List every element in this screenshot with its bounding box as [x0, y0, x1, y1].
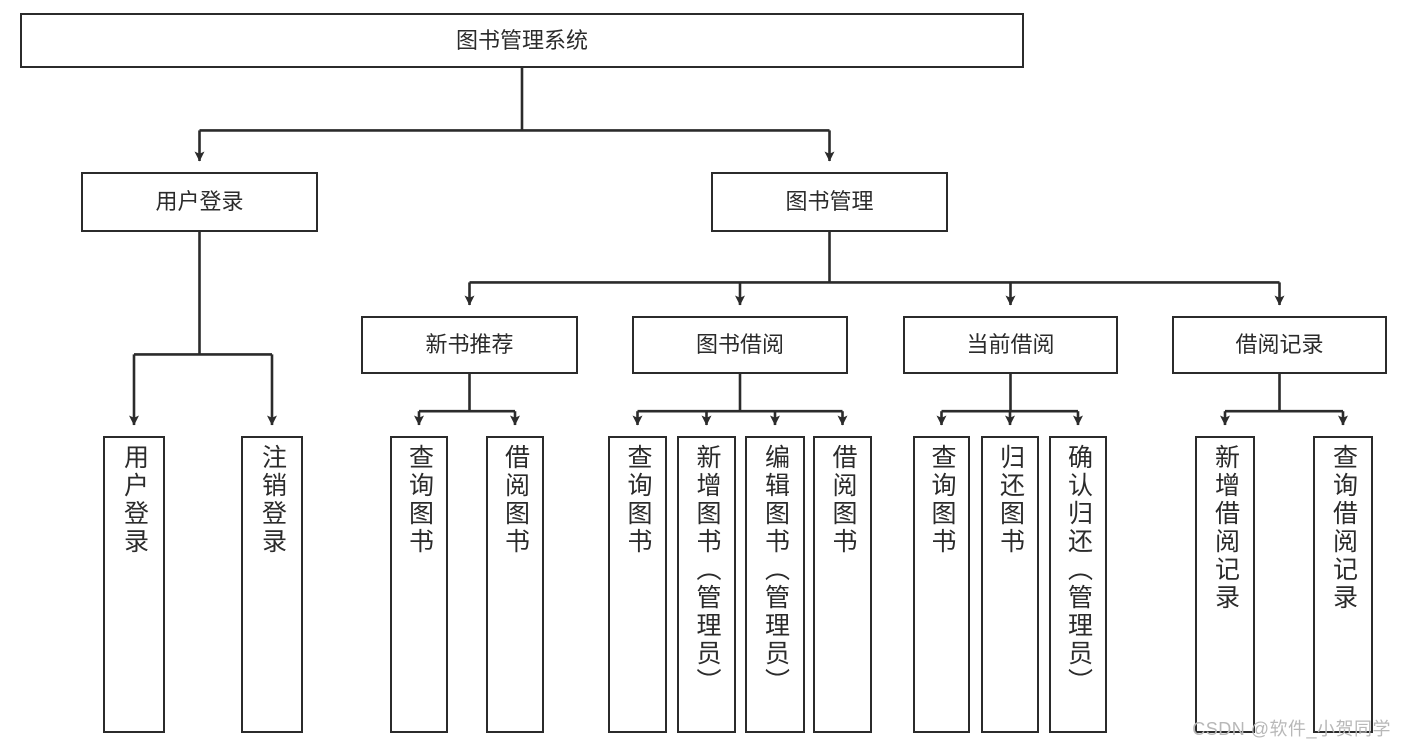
diagram-node-l3-8: 借阅图书 [813, 436, 872, 733]
node-label: 新增图书（管理员） [693, 444, 721, 696]
node-label: 借阅图书 [501, 444, 530, 556]
diagram-node-l3-7: 编辑图书（管理员） [745, 436, 805, 733]
diagram-node-root: 图书管理系统 [20, 13, 1024, 68]
node-label: 查询借阅记录 [1329, 444, 1358, 612]
diagram-node-l3-12: 新增借阅记录 [1195, 436, 1255, 733]
node-label: 注销登录 [258, 444, 287, 556]
diagram-node-l3-6: 新增图书（管理员） [677, 436, 736, 733]
node-label: 借阅图书 [829, 444, 857, 556]
diagram-node-l3-1: 用户登录 [103, 436, 165, 733]
diagram-node-l1-a: 用户登录 [81, 172, 318, 232]
node-label: 新书推荐 [425, 332, 514, 358]
diagram-node-l3-5: 查询图书 [608, 436, 667, 733]
node-label: 归还图书 [996, 444, 1025, 556]
node-label: 编辑图书（管理员） [761, 444, 790, 696]
diagram-node-l1-b: 图书管理 [711, 172, 948, 232]
diagram-node-l3-13: 查询借阅记录 [1313, 436, 1373, 733]
node-label: 借阅记录 [1235, 332, 1324, 358]
node-label: 用户登录 [155, 189, 244, 215]
diagram-node-l3-10: 归还图书 [981, 436, 1039, 733]
node-label: 当前借阅 [966, 332, 1055, 358]
node-label: 新增借阅记录 [1211, 444, 1240, 612]
node-label: 查询图书 [928, 444, 956, 556]
node-label: 用户登录 [120, 444, 149, 556]
diagram-node-l3-4: 借阅图书 [486, 436, 544, 733]
diagram-node-l2-a: 新书推荐 [361, 316, 578, 374]
node-label: 图书管理 [785, 189, 874, 215]
diagram-node-l3-2: 注销登录 [241, 436, 303, 733]
node-label: 确认归还（管理员） [1064, 444, 1093, 696]
diagram-node-l2-b: 图书借阅 [632, 316, 848, 374]
diagram-node-l2-d: 借阅记录 [1172, 316, 1387, 374]
node-label: 图书管理系统 [455, 27, 588, 53]
node-label: 查询图书 [624, 444, 652, 556]
node-label: 查询图书 [405, 444, 434, 556]
diagram-node-l3-11: 确认归还（管理员） [1049, 436, 1107, 733]
node-label: 图书借阅 [695, 332, 784, 358]
diagram-node-l3-9: 查询图书 [913, 436, 970, 733]
diagram-node-l3-3: 查询图书 [390, 436, 448, 733]
diagram-node-l2-c: 当前借阅 [903, 316, 1118, 374]
